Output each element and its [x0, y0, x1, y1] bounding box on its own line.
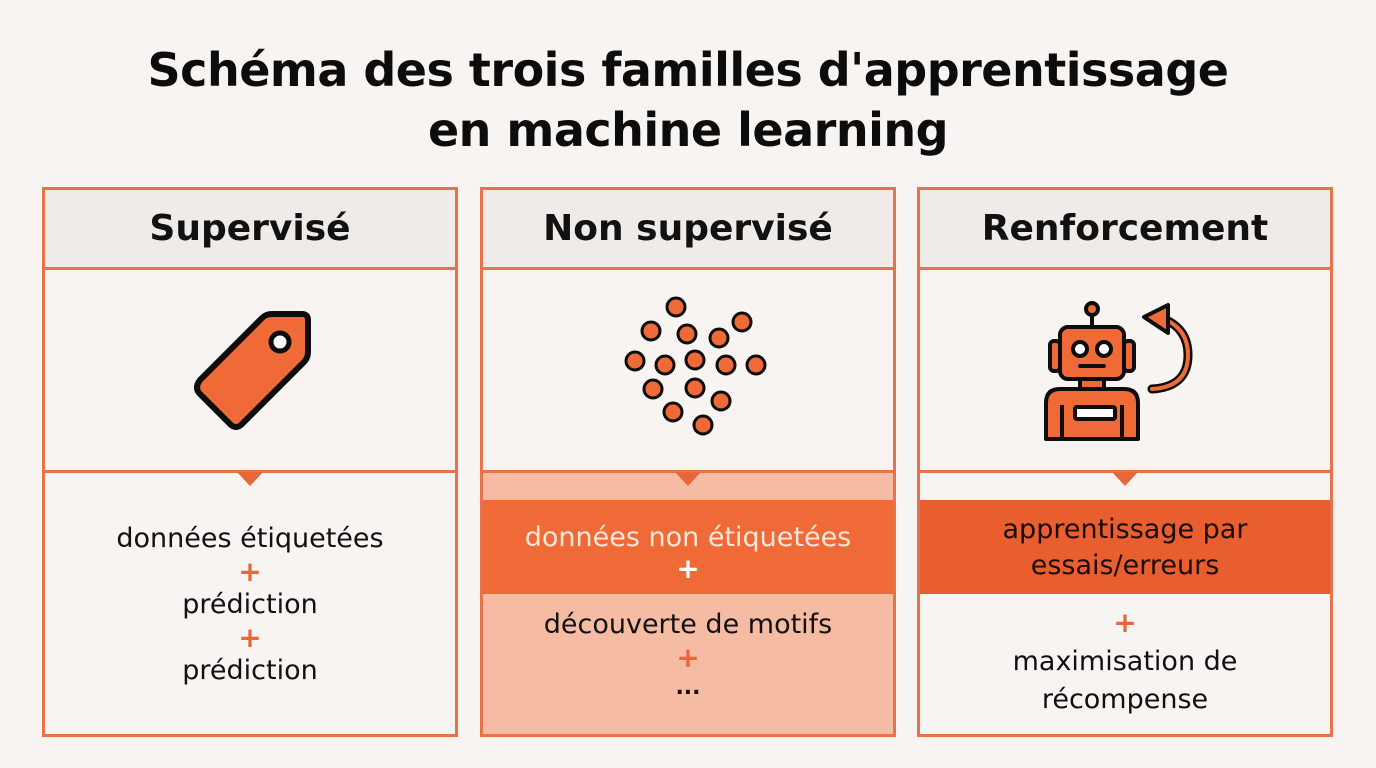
plus-separator: + — [676, 641, 700, 674]
robot-with-loop-arrow-icon — [1040, 293, 1210, 447]
column-heading: Renforcement — [920, 190, 1330, 270]
column-unsupervised: Non supervisé — [480, 187, 896, 737]
column-heading: Non supervisé — [483, 190, 893, 270]
pointer-notch — [237, 472, 263, 486]
tag-icon — [180, 298, 320, 442]
column-reinforcement: Renforcement — [917, 187, 1333, 737]
item-text: découverte de motifs — [543, 609, 833, 640]
item-text: données étiquetées — [116, 523, 384, 554]
highlight-band: données non étiquetées + — [483, 500, 893, 594]
pointer-notch — [675, 472, 701, 486]
column-supervised: Supervisé données étiquetées + prédictio… — [42, 187, 458, 737]
plus-separator: + — [238, 621, 262, 654]
column-icon-area — [45, 270, 455, 470]
item-text: données non étiquetées — [524, 522, 852, 553]
column-body: données non étiquetées + découverte de m… — [483, 470, 893, 734]
plus-separator: + — [1113, 606, 1137, 639]
item-text: maximisation de — [1012, 646, 1238, 677]
item-text: essais/erreurs — [1030, 550, 1220, 581]
title-line-1: Schéma des trois familles d'apprentissag… — [147, 43, 1229, 97]
item-text: prédiction — [182, 655, 318, 686]
column-icon-area — [483, 270, 893, 470]
item-text: apprentissage par — [1002, 514, 1248, 545]
title-line-2: en machine learning — [427, 103, 949, 157]
ellipsis: ... — [675, 675, 701, 700]
plus-separator: + — [676, 552, 700, 585]
column-icon-area — [920, 270, 1330, 470]
pointer-notch — [1112, 472, 1138, 486]
item-text: prédiction — [182, 589, 318, 620]
scatter-dots-icon — [608, 293, 768, 447]
column-body: apprentissage par essais/erreurs + maxim… — [920, 470, 1330, 734]
plus-separator: + — [238, 555, 262, 588]
diagram-title: Schéma des trois familles d'apprentissag… — [0, 40, 1376, 160]
column-heading: Supervisé — [45, 190, 455, 270]
highlight-band: apprentissage par essais/erreurs — [920, 500, 1330, 594]
item-text: récompense — [1041, 684, 1209, 715]
column-body: données étiquetées + prédiction + prédic… — [45, 470, 455, 734]
